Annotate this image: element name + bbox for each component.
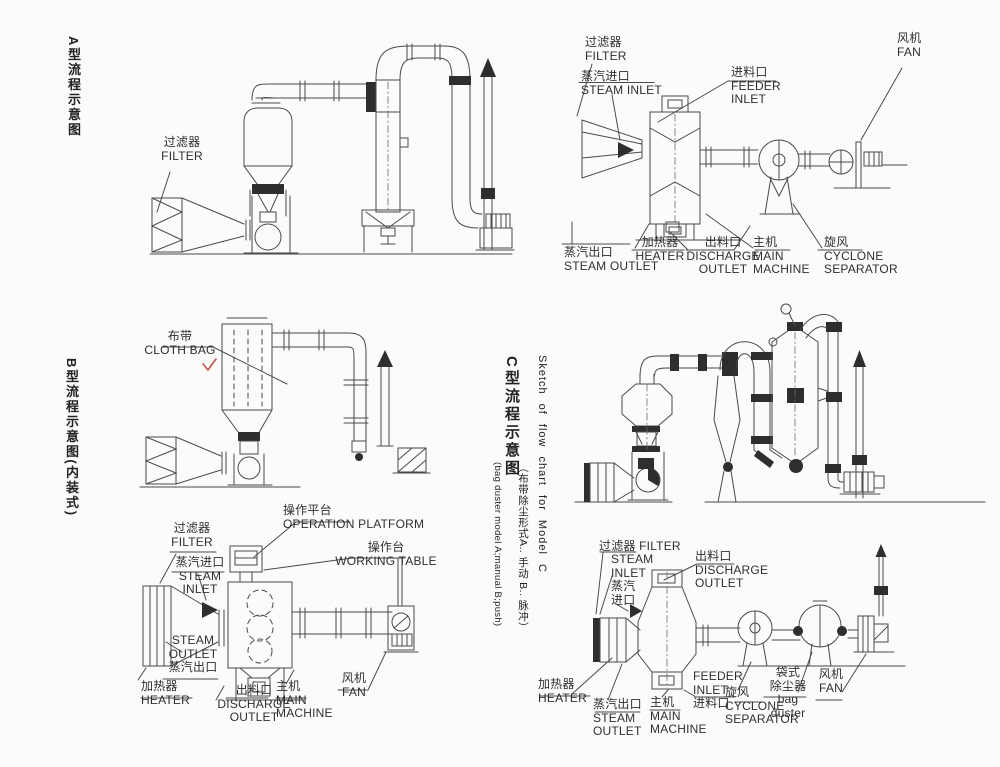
model-b-machine-line-drawing: [137, 521, 419, 701]
label-tr-heater: 加热器 HEATER: [635, 235, 685, 263]
label-bl-heater: 加热器 HEATER: [141, 679, 190, 707]
label-tr-fan: 风机 FAN: [897, 31, 922, 59]
label-tr-steam-outlet: 蒸汽出口 STEAM OUTLET: [564, 245, 659, 273]
label-tr-main-machine: 主机 MAIN MACHINE: [753, 235, 810, 276]
label-c-discharge: 出料口 DISCHARGE OUTLET: [695, 549, 769, 590]
label-tr-steam-inlet: 蒸汽进口 STEAM INLET: [581, 69, 662, 97]
label-bl-operation-platform: 操作平台 OPERATION PLATFORM: [283, 503, 425, 531]
label-tr-cyclone: 旋风 CYCLONE SEPARATOR: [824, 235, 898, 276]
title-model-c-note-chinese: （布带除尘形式A.. 手动 B.. 脉冲）: [517, 462, 529, 633]
label-c-fan: 风机 FAN: [818, 667, 844, 695]
label-tr-discharge: 出料口 DISCHARGE OUTLET: [686, 235, 760, 276]
label-bl-steam-inlet: 蒸汽进口 STEAM INLET: [175, 555, 225, 596]
label-bl-steam-outlet: STEAM OUTLET 蒸汽出口: [168, 633, 218, 674]
label-bl-fan: 风机 FAN: [341, 671, 367, 699]
label-bl-main-machine: 主机 MAIN MACHINE: [276, 679, 333, 720]
label-c-main-machine: 主机 MAIN MACHINE: [650, 695, 707, 736]
label-a-filter: 过滤器 FILTER: [161, 135, 203, 163]
model-c-drawing: [539, 303, 986, 713]
model-b-cyclone-drawing: [139, 317, 431, 488]
label-c-bag-duster: 袋式 除尘器 bag duster: [769, 665, 807, 720]
title-model-a: A型流程示意图: [66, 36, 81, 138]
label-tr-feeder-inlet: 进料口 FEEDER INLET: [731, 65, 781, 106]
label-bl-working-table: 操作台 WORKING TABLE: [335, 540, 437, 568]
title-model-c-english: Sketch of flow chart for Model C: [536, 355, 548, 573]
label-bl-discharge: 出料口 DISCHARGE OUTLET: [217, 683, 291, 724]
model-a-drawing: [149, 43, 515, 255]
label-tr-filter: 过滤器 FILTER: [585, 35, 627, 63]
title-model-c-chinese: C型流程示意图: [503, 356, 520, 478]
model-a-machine-line-drawing: [561, 63, 908, 251]
label-c-filter: 过滤器 FILTER: [599, 539, 681, 553]
label-c-cyclone: 旋风 CYCLONE SEPARATOR: [725, 685, 799, 726]
label-c-steam-inlet: STEAM INLET 蒸汽 进口: [611, 552, 654, 607]
label-c-steam-outlet: 蒸汽出口 STEAM OUTLET: [593, 697, 642, 738]
title-model-c-note-english: (bag duster model A;manual B;push): [492, 462, 503, 627]
title-model-b: B型流程示意图(内装式): [64, 358, 79, 518]
label-c-feeder-inlet: FEEDER INLET 进料口: [693, 669, 743, 710]
label-bl-filter: 过滤器 FILTER: [171, 521, 213, 549]
label-c-heater: 加热器 HEATER: [538, 677, 587, 705]
label-b-cloth-bag: 布带 CLOTH BAG: [144, 329, 216, 357]
